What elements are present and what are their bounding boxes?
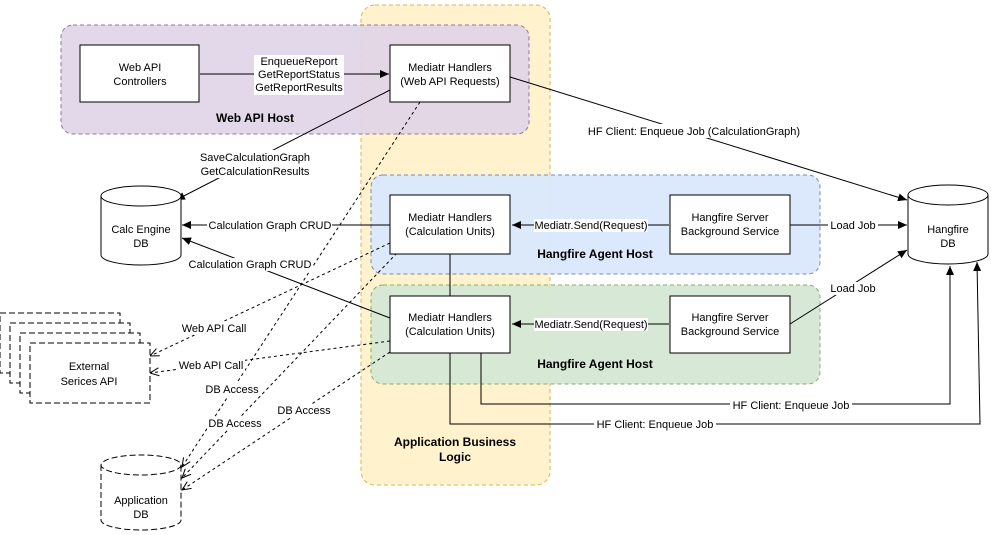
web-api-controllers-box: Web API Controllers bbox=[79, 44, 200, 103]
mediatr-calc-2-box: Mediatr Handlers (Calculation Units) bbox=[389, 295, 511, 354]
hangfire-server-1-box: Hangfire Server Background Service bbox=[669, 194, 791, 255]
web-api-host-title: Web API Host bbox=[216, 111, 294, 125]
hangfire-db: Hangfire DB bbox=[907, 184, 989, 265]
hangfire-server-1-label-1: Hangfire Server bbox=[691, 212, 768, 224]
label-hf-enqueue-1: HF Client: Enqueue Job bbox=[733, 400, 850, 412]
edge-save-calc-graph bbox=[175, 89, 391, 201]
calc-engine-db-label-2: DB bbox=[133, 238, 148, 250]
label-calc-crud-2: Calculation Graph CRUD bbox=[189, 259, 312, 271]
label-get-report-status: GetReportStatus bbox=[258, 69, 340, 81]
hangfire-server-2-box: Hangfire Server Background Service bbox=[669, 295, 791, 354]
label-db-access-2: DB Access bbox=[208, 418, 262, 430]
hangfire-server-2-label-2: Background Service bbox=[681, 326, 779, 338]
edge-web-api-call-1 bbox=[150, 242, 391, 356]
label-enqueue-report: EnqueueReport bbox=[260, 56, 337, 68]
mediatr-calc-1-box: Mediatr Handlers (Calculation Units) bbox=[389, 194, 511, 255]
mediatr-calc-2-label-2: (Calculation Units) bbox=[405, 326, 495, 338]
calc-engine-db-label-1: Calc Engine bbox=[111, 224, 170, 236]
label-calc-crud-1: Calculation Graph CRUD bbox=[209, 220, 332, 232]
label-web-api-call-2: Web API Call bbox=[179, 360, 244, 372]
hangfire-server-2-label-1: Hangfire Server bbox=[691, 312, 768, 324]
mediatr-calc-1-label-2: (Calculation Units) bbox=[405, 226, 495, 238]
label-get-calc-results: GetCalculationResults bbox=[201, 166, 310, 178]
label-db-access-1: DB Access bbox=[205, 384, 259, 396]
edge-enqueue-graph bbox=[509, 76, 908, 202]
hangfire-server-1-label-2: Background Service bbox=[681, 226, 779, 238]
mediatr-web-label-2: (Web API Requests) bbox=[400, 76, 499, 88]
agent-host-2-title: Hangfire Agent Host bbox=[537, 357, 653, 371]
label-mediatr-send-2: Mediatr.Send(Request) bbox=[534, 319, 647, 331]
edge-hf-enqueue-1 bbox=[480, 266, 954, 405]
edge-web-api-call-2 bbox=[150, 340, 391, 373]
label-hf-enqueue-graph: HF Client: Enqueue Job (CalculationGraph… bbox=[588, 126, 800, 138]
label-hf-enqueue-2: HF Client: Enqueue Job bbox=[597, 419, 714, 431]
mediatr-calc-1-label-1: Mediatr Handlers bbox=[408, 212, 492, 224]
application-db: Application DB bbox=[100, 454, 182, 531]
label-mediatr-send-1: Mediatr.Send(Request) bbox=[534, 220, 647, 232]
mediatr-calc-2-label-1: Mediatr Handlers bbox=[408, 312, 492, 324]
mediatr-web-label-1: Mediatr Handlers bbox=[408, 62, 492, 74]
application-db-label-1: Application bbox=[114, 495, 168, 507]
agent-host-1-title: Hangfire Agent Host bbox=[537, 247, 653, 261]
application-db-label-2: DB bbox=[133, 509, 148, 521]
hangfire-db-label-2: DB bbox=[940, 238, 955, 250]
label-web-api-call-1: Web API Call bbox=[182, 323, 247, 335]
business-logic-title-2: Logic bbox=[439, 450, 471, 464]
label-load-job-2: Load Job bbox=[830, 283, 875, 295]
external-api-stack: External Serices API bbox=[0, 312, 151, 404]
external-api-label-1: External bbox=[69, 361, 109, 373]
edge-db-access-1 bbox=[182, 101, 421, 467]
business-logic-title-1: Application Business bbox=[394, 435, 516, 449]
label-save-calc-graph: SaveCalculationGraph bbox=[200, 152, 310, 164]
edge-db-access-2 bbox=[182, 252, 398, 478]
label-db-access-3: DB Access bbox=[277, 405, 331, 417]
web-api-controllers-label-1: Web API bbox=[119, 62, 162, 74]
edge-calc-crud-2 bbox=[181, 237, 391, 319]
external-api-label-2: Serices API bbox=[61, 376, 118, 388]
calc-engine-db: Calc Engine DB bbox=[100, 185, 182, 266]
hangfire-db-label-1: Hangfire bbox=[927, 224, 969, 236]
label-load-job-1: Load Job bbox=[830, 220, 875, 232]
dashed-edges bbox=[150, 101, 421, 490]
mediatr-web-box: Mediatr Handlers (Web API Requests) bbox=[389, 44, 511, 103]
web-api-controllers-label-2: Controllers bbox=[113, 76, 167, 88]
label-get-report-results: GetReportResults bbox=[255, 82, 343, 94]
edge-labels: EnqueueReport GetReportStatus GetReportR… bbox=[177, 55, 878, 431]
